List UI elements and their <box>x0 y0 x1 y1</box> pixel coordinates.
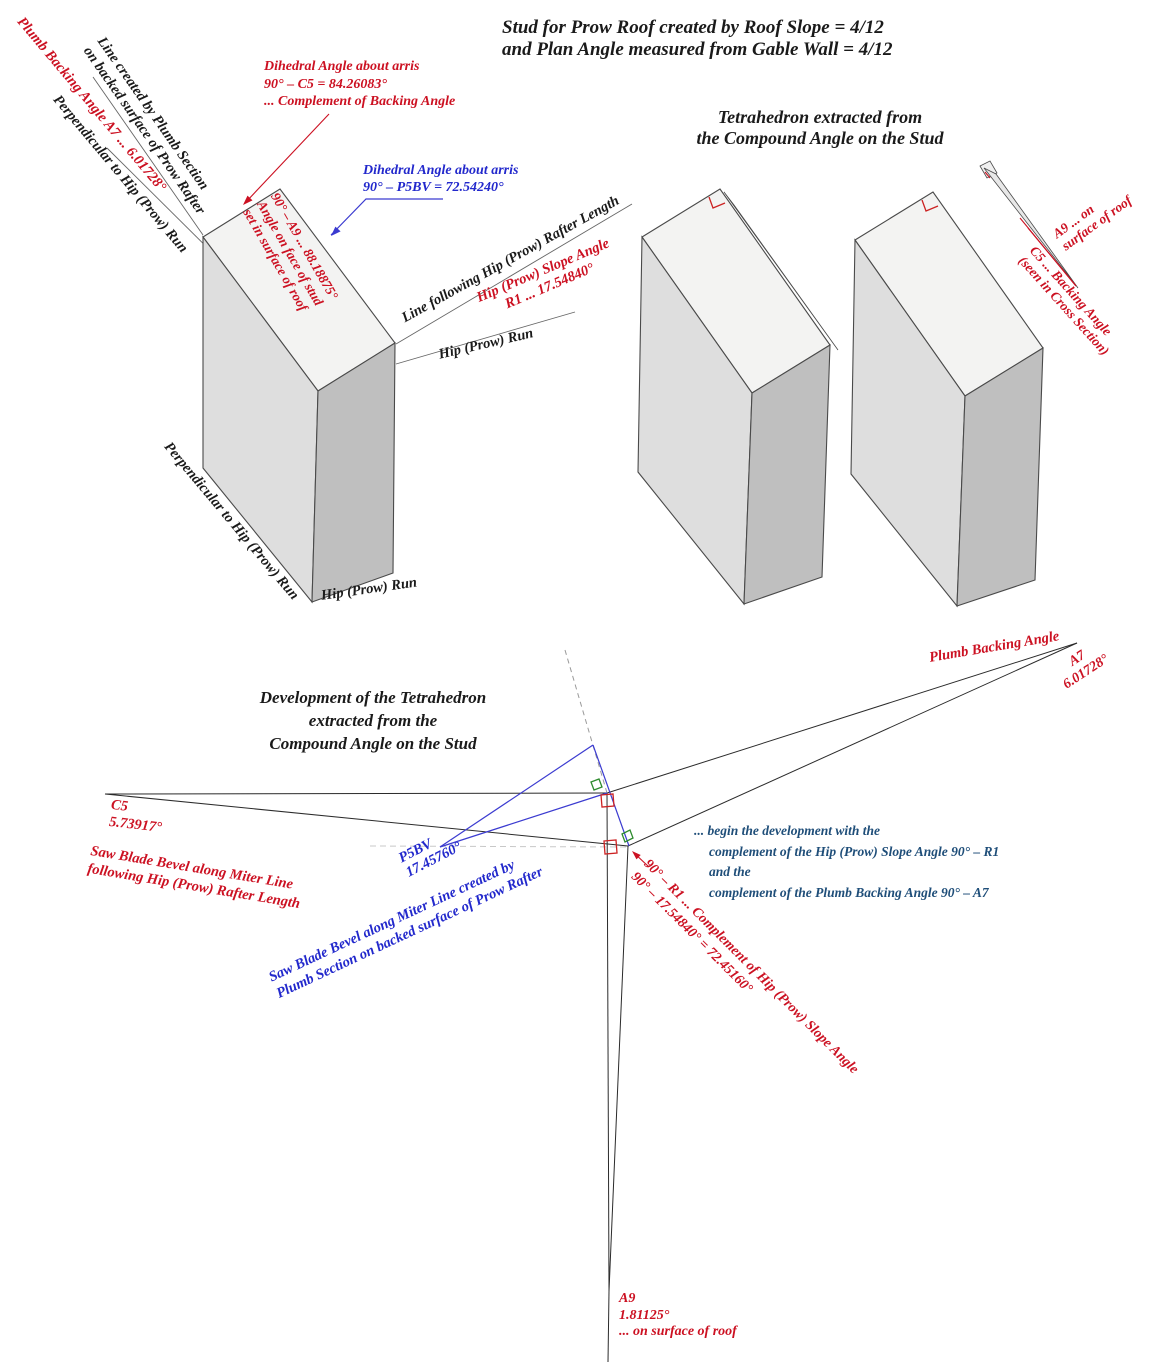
stud-right <box>850 191 1044 608</box>
dihedral-angle-blue-label: Dihedral Angle about arris 90° – P5BV = … <box>363 163 519 195</box>
right-angle-mark-icon <box>621 829 634 843</box>
right-angle-mark-icon <box>600 793 615 808</box>
right-angle-mark-icon <box>708 196 726 209</box>
right-angle-mark-icon <box>921 199 939 212</box>
right-angle-mark-icon <box>590 778 603 791</box>
tetrahedron-title: Tetrahedron extracted from the Compound … <box>696 107 944 148</box>
extracted-tetrahedron <box>979 160 1079 289</box>
development-title: Development of the Tetrahedron extracted… <box>259 688 487 753</box>
dev-c5-value-label: C5 5.73917° <box>108 797 163 836</box>
development-note: ... begin the development with the compl… <box>694 823 1000 900</box>
dihedral-angle-red-label: Dihedral Angle about arris 90° – C5 = 84… <box>264 59 456 109</box>
stud-middle <box>637 188 839 606</box>
arris-leader-blue <box>330 198 443 236</box>
arris-leader-red <box>243 113 330 205</box>
stud-left <box>202 188 396 604</box>
development-lines <box>104 642 1078 1363</box>
page-title: Stud for Prow Roof created by Roof Slope… <box>502 17 893 60</box>
right-angle-mark-icon <box>603 839 618 855</box>
dev-a9-value-label: A9 1.81125° ... on surface of roof <box>619 1291 737 1339</box>
tetrahedron-sliver-outline <box>723 191 839 351</box>
